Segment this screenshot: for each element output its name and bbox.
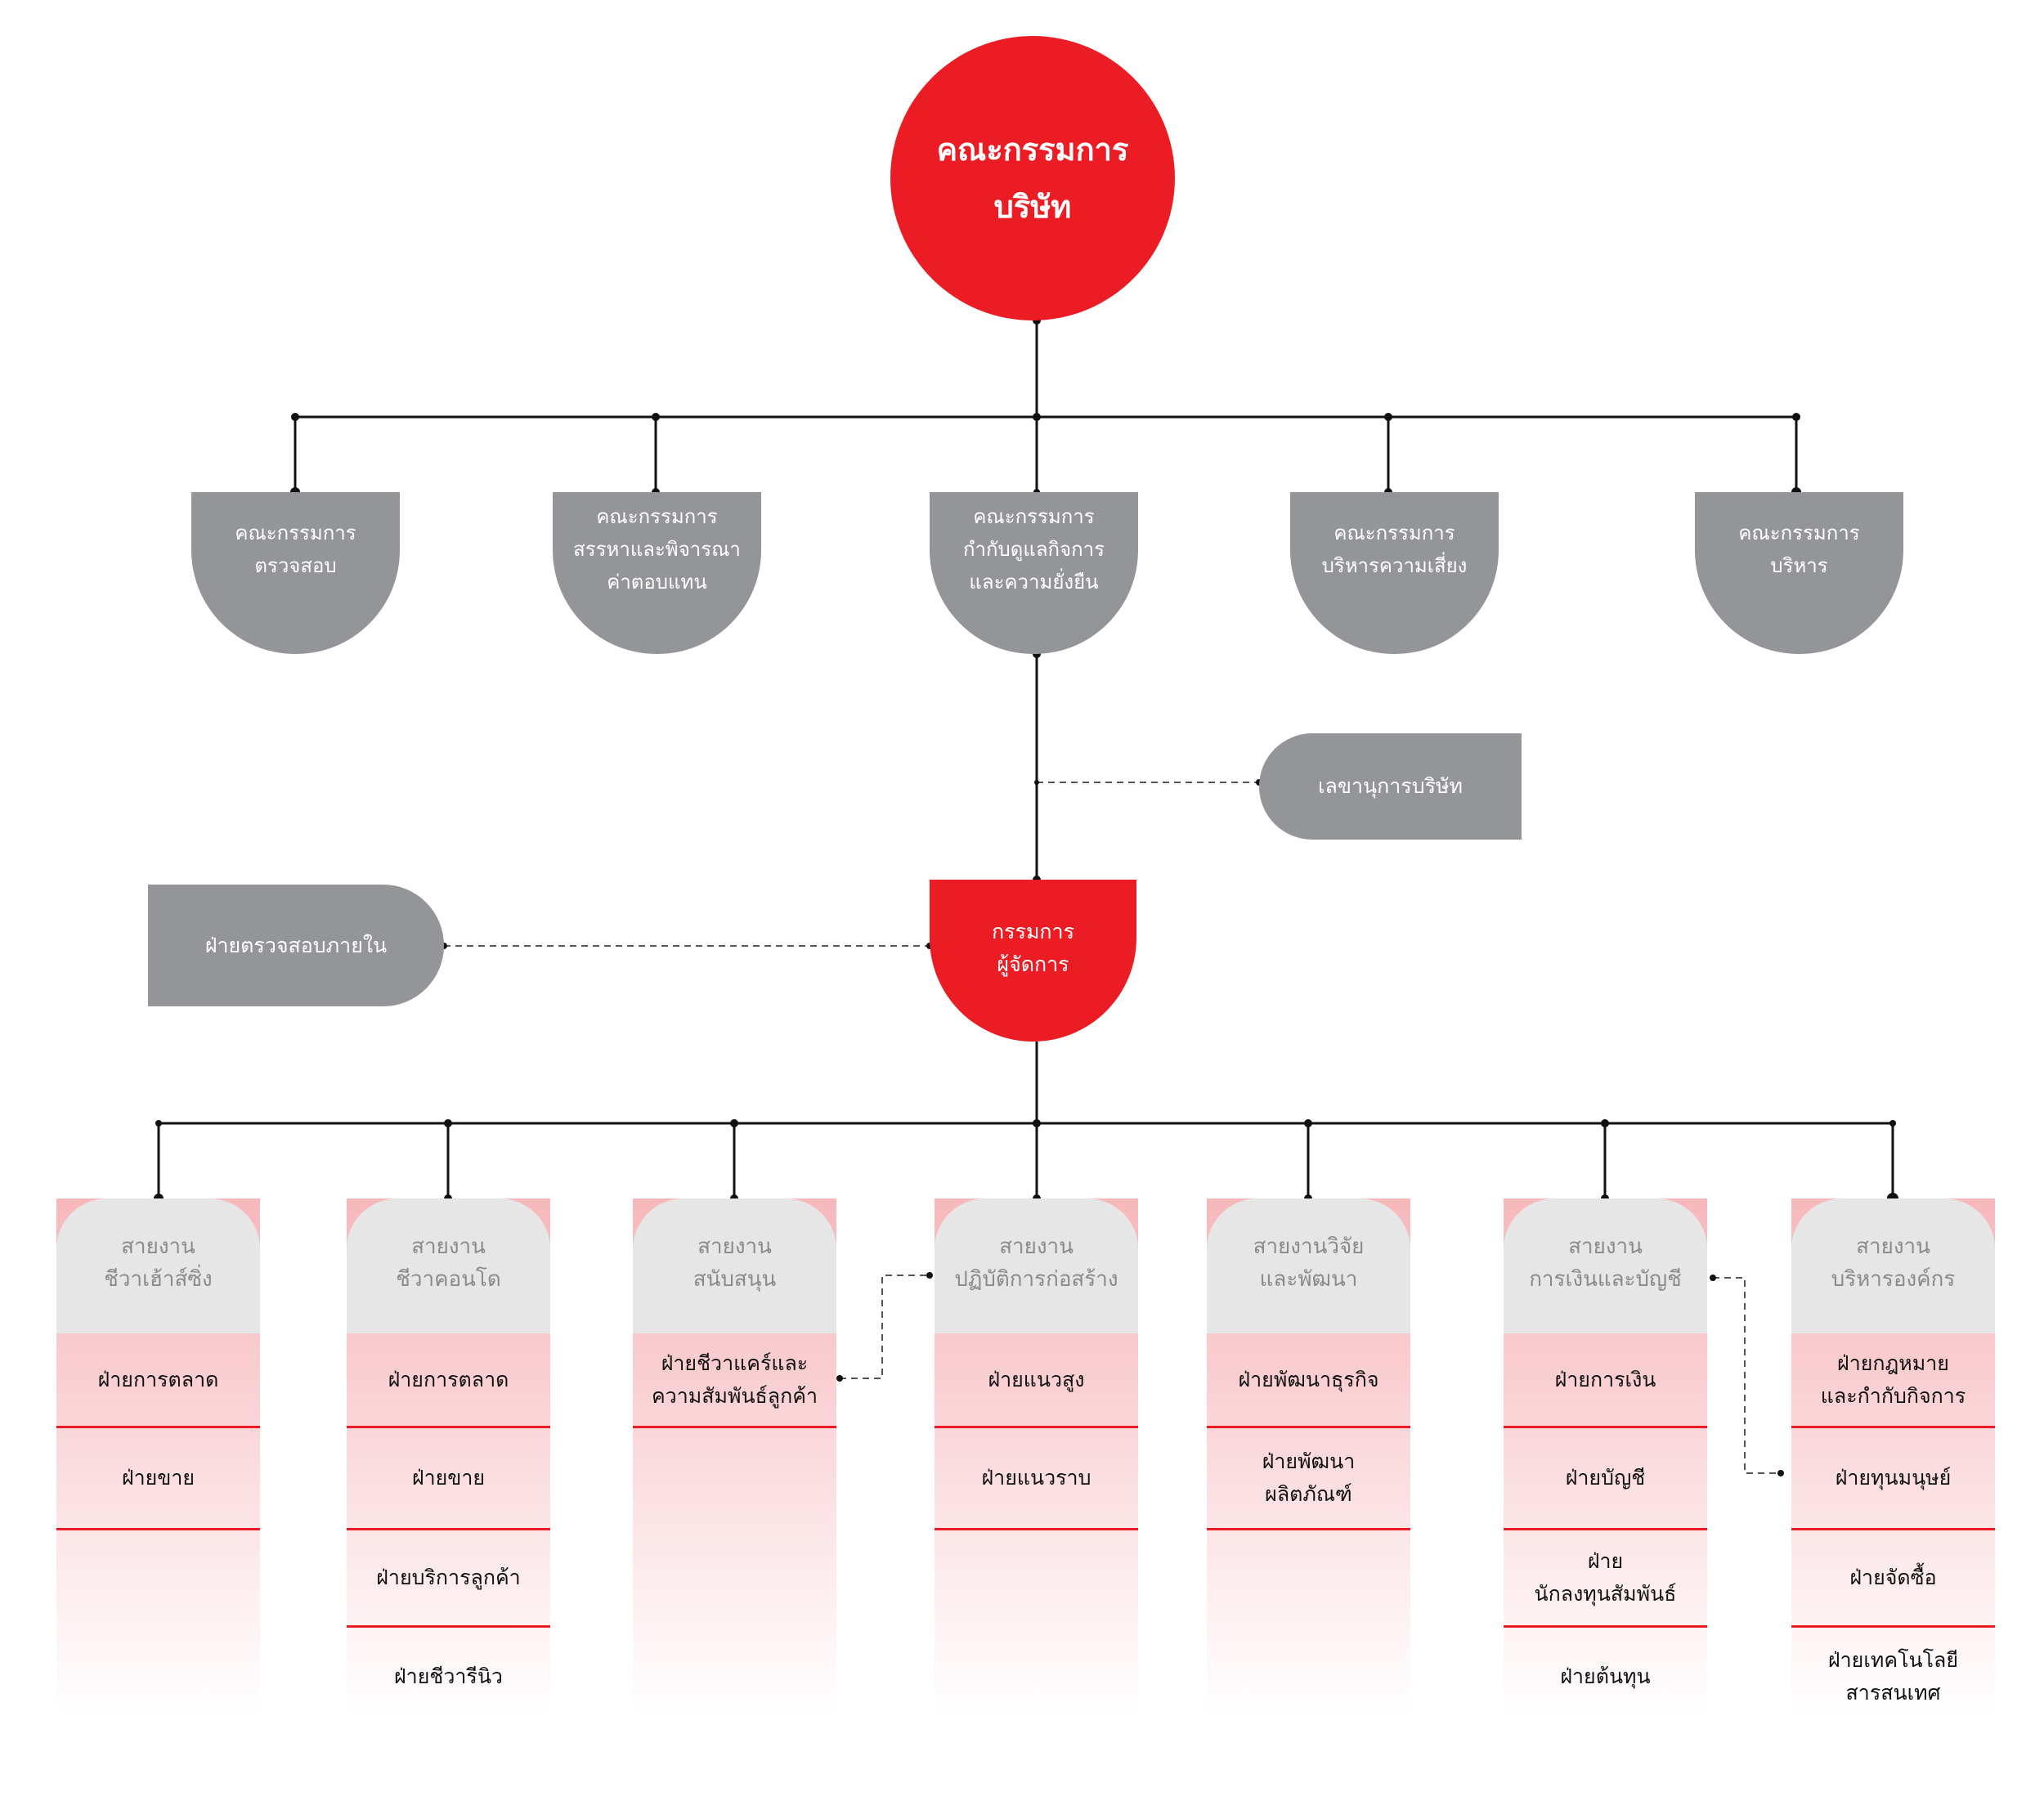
division-header-label: สายงานวิจัย	[1253, 1234, 1365, 1259]
committee-executive: คณะกรรมการ บริหาร	[1695, 492, 1903, 654]
department-item: ฝ่ายบัญชี	[1504, 1428, 1707, 1530]
company-secretary-node: เลขานุการบริษัท	[1259, 733, 1522, 840]
department-item: ฝ่ายการเงิน	[1504, 1333, 1707, 1428]
department-item: ฝ่ายพัฒนาธุรกิจ	[1207, 1333, 1410, 1428]
division-header-label: สายงาน	[1856, 1234, 1930, 1259]
committee-label: คณะกรรมการ	[235, 522, 356, 544]
committee-nomination-remuneration: คณะกรรมการ สรรหาและพิจารณา ค่าตอบแทน	[553, 492, 761, 654]
department-label: ฝ่ายกฎหมาย	[1837, 1351, 1949, 1375]
committee-label: คณะกรรมการ	[1738, 522, 1860, 544]
secretary-label: เลขานุการบริษัท	[1318, 774, 1463, 798]
internal-audit-node: ฝ่ายตรวจสอบภายใน	[148, 885, 444, 1006]
division-column: สายงานชีวาเฮ้าส์ซิ่งฝ่ายการตลาดฝ่ายขาย	[56, 1198, 260, 1714]
department-label: ฝ่ายพัฒนาธุรกิจ	[1238, 1367, 1379, 1391]
department-label: ฝ่ายทุนมนุษย์	[1835, 1466, 1952, 1490]
division-header-label: สายงาน	[1568, 1234, 1643, 1259]
department-label: ฝ่ายการตลาด	[97, 1367, 219, 1391]
department-label: และกำกับกิจการ	[1820, 1383, 1966, 1408]
committee-label: ตรวจสอบ	[254, 554, 337, 577]
division-header: สายงานบริหารองค์กร	[1791, 1198, 1995, 1333]
internal-audit-label: ฝ่ายตรวจสอบภายใน	[204, 933, 388, 957]
division-column: สายงานบริหารองค์กรฝ่ายกฎหมายและกำกับกิจก…	[1791, 1198, 1995, 1714]
department-item: ฝ่ายบริการลูกค้า	[347, 1530, 550, 1628]
division-header-label: บริหารองค์กร	[1831, 1266, 1956, 1292]
committee-label: สรรหาและพิจารณา	[573, 538, 741, 561]
department-label: ฝ่ายการเงิน	[1554, 1367, 1656, 1391]
division-header-label: ปฏิบัติการก่อสร้าง	[954, 1266, 1118, 1292]
committee-risk-management: คณะกรรมการ บริหารความเสี่ยง	[1290, 492, 1499, 654]
department-label: ฝ่ายเทคโนโลยี	[1828, 1648, 1958, 1672]
committee-label: บริหาร	[1770, 554, 1828, 577]
division-header: สายงานสนับสนุน	[633, 1198, 836, 1333]
department-label: ผลิตภัณฑ์	[1265, 1482, 1352, 1506]
department-label: ฝ่ายขาย	[411, 1466, 486, 1490]
committee-label: บริหารความเสี่ยง	[1321, 554, 1468, 577]
department-label: ฝ่ายต้นทุน	[1560, 1664, 1651, 1688]
division-header-label: การเงินและบัญชี	[1529, 1266, 1682, 1292]
department-label: ฝ่ายแนวราบ	[981, 1466, 1091, 1490]
department-item: ฝ่ายขาย	[56, 1428, 260, 1530]
managing-director-node: กรรมการ ผู้จัดการ	[930, 880, 1136, 1042]
department-label: ฝ่ายบัญชี	[1565, 1466, 1646, 1490]
committee-label: ค่าตอบแทน	[607, 571, 707, 594]
department-item: ฝ่ายชีวาแคร์และความสัมพันธ์ลูกค้า	[633, 1333, 836, 1428]
division-column: สายงานการเงินและบัญชีฝ่ายการเงินฝ่ายบัญช…	[1504, 1198, 1707, 1714]
department-item: ฝ่ายชีวารีนิว	[347, 1628, 550, 1726]
division-header: สายงานปฏิบัติการก่อสร้าง	[935, 1198, 1138, 1333]
committee-label: คณะกรรมการ	[973, 505, 1095, 528]
department-label: ฝ่าย	[1587, 1549, 1624, 1573]
division-header-label: สายงาน	[697, 1234, 772, 1259]
department-label: ฝ่ายขาย	[121, 1466, 195, 1490]
department-item: ฝ่ายแนวราบ	[935, 1428, 1138, 1530]
division-header: สายงานชีวาคอนโด	[347, 1198, 550, 1333]
committee-label: คณะกรรมการ	[1334, 522, 1455, 544]
division-header: สายงานวิจัยและพัฒนา	[1207, 1198, 1410, 1333]
department-item: ฝ่ายการตลาด	[56, 1333, 260, 1428]
division-header-label: และพัฒนา	[1259, 1266, 1358, 1292]
department-item: ฝ่ายเทคโนโลยีสารสนเทศ	[1791, 1628, 1995, 1726]
department-label: นักลงทุนสัมพันธ์	[1534, 1582, 1677, 1606]
division-header-label: สายงาน	[411, 1234, 486, 1259]
department-label: ฝ่ายการตลาด	[388, 1367, 509, 1391]
department-item: ฝ่ายนักลงทุนสัมพันธ์	[1504, 1530, 1707, 1628]
board-line: คณะกรรมการ	[936, 132, 1129, 168]
department-item: ฝ่ายการตลาด	[347, 1333, 550, 1428]
committee-audit: คณะกรรมการ ตรวจสอบ	[191, 492, 400, 654]
division-header-label: สายงาน	[121, 1234, 195, 1259]
department-item: ฝ่ายกฎหมายและกำกับกิจการ	[1791, 1333, 1995, 1428]
division-header-label: สนับสนุน	[693, 1266, 777, 1292]
department-label: ฝ่ายชีวารีนิว	[394, 1664, 503, 1688]
department-item: ฝ่ายพัฒนาผลิตภัณฑ์	[1207, 1428, 1410, 1530]
division-header-label: สายงาน	[999, 1234, 1074, 1259]
division-column: สายงานชีวาคอนโดฝ่ายการตลาดฝ่ายขายฝ่ายบริ…	[347, 1198, 550, 1714]
department-item: ฝ่ายทุนมนุษย์	[1791, 1428, 1995, 1530]
department-label: ความสัมพันธ์ลูกค้า	[651, 1383, 818, 1408]
department-label: ฝ่ายชีวาแคร์และ	[661, 1351, 809, 1375]
division-column: สายงานวิจัยและพัฒนาฝ่ายพัฒนาธุรกิจฝ่ายพั…	[1207, 1198, 1410, 1714]
department-label: ฝ่ายจัดซื้อ	[1849, 1566, 1937, 1589]
board-line: บริษัท	[993, 189, 1072, 225]
division-column: สายงานปฏิบัติการก่อสร้างฝ่ายแนวสูงฝ่ายแน…	[935, 1198, 1138, 1714]
committee-governance-sustainability: คณะกรรมการ กำกับดูแลกิจการ และความยั่งยื…	[930, 492, 1138, 654]
division-header-label: ชีวาเฮ้าส์ซิ่ง	[104, 1266, 213, 1292]
department-label: สารสนเทศ	[1845, 1681, 1941, 1705]
division-header: สายงานการเงินและบัญชี	[1504, 1198, 1707, 1333]
department-label: ฝ่ายแนวสูง	[988, 1367, 1085, 1391]
committee-label: กำกับดูแลกิจการ	[962, 538, 1105, 561]
division-header: สายงานชีวาเฮ้าส์ซิ่ง	[56, 1198, 260, 1333]
board-of-directors-node: คณะกรรมการ บริษัท	[890, 36, 1175, 320]
department-item: ฝ่ายแนวสูง	[935, 1333, 1138, 1428]
department-item: ฝ่ายขาย	[347, 1428, 550, 1530]
division-column: สายงานสนับสนุนฝ่ายชีวาแคร์และความสัมพันธ…	[633, 1198, 836, 1714]
department-item: ฝ่ายจัดซื้อ	[1791, 1530, 1995, 1628]
md-label: กรรมการ	[991, 920, 1075, 943]
department-label: ฝ่ายพัฒนา	[1262, 1449, 1356, 1473]
department-label: ฝ่ายบริการลูกค้า	[376, 1566, 521, 1589]
department-item: ฝ่ายต้นทุน	[1504, 1628, 1707, 1726]
division-header-label: ชีวาคอนโด	[396, 1266, 501, 1292]
md-label: ผู้จัดการ	[997, 952, 1069, 976]
committee-label: คณะกรรมการ	[596, 505, 718, 528]
committee-label: และความยั่งยืน	[969, 571, 1099, 594]
